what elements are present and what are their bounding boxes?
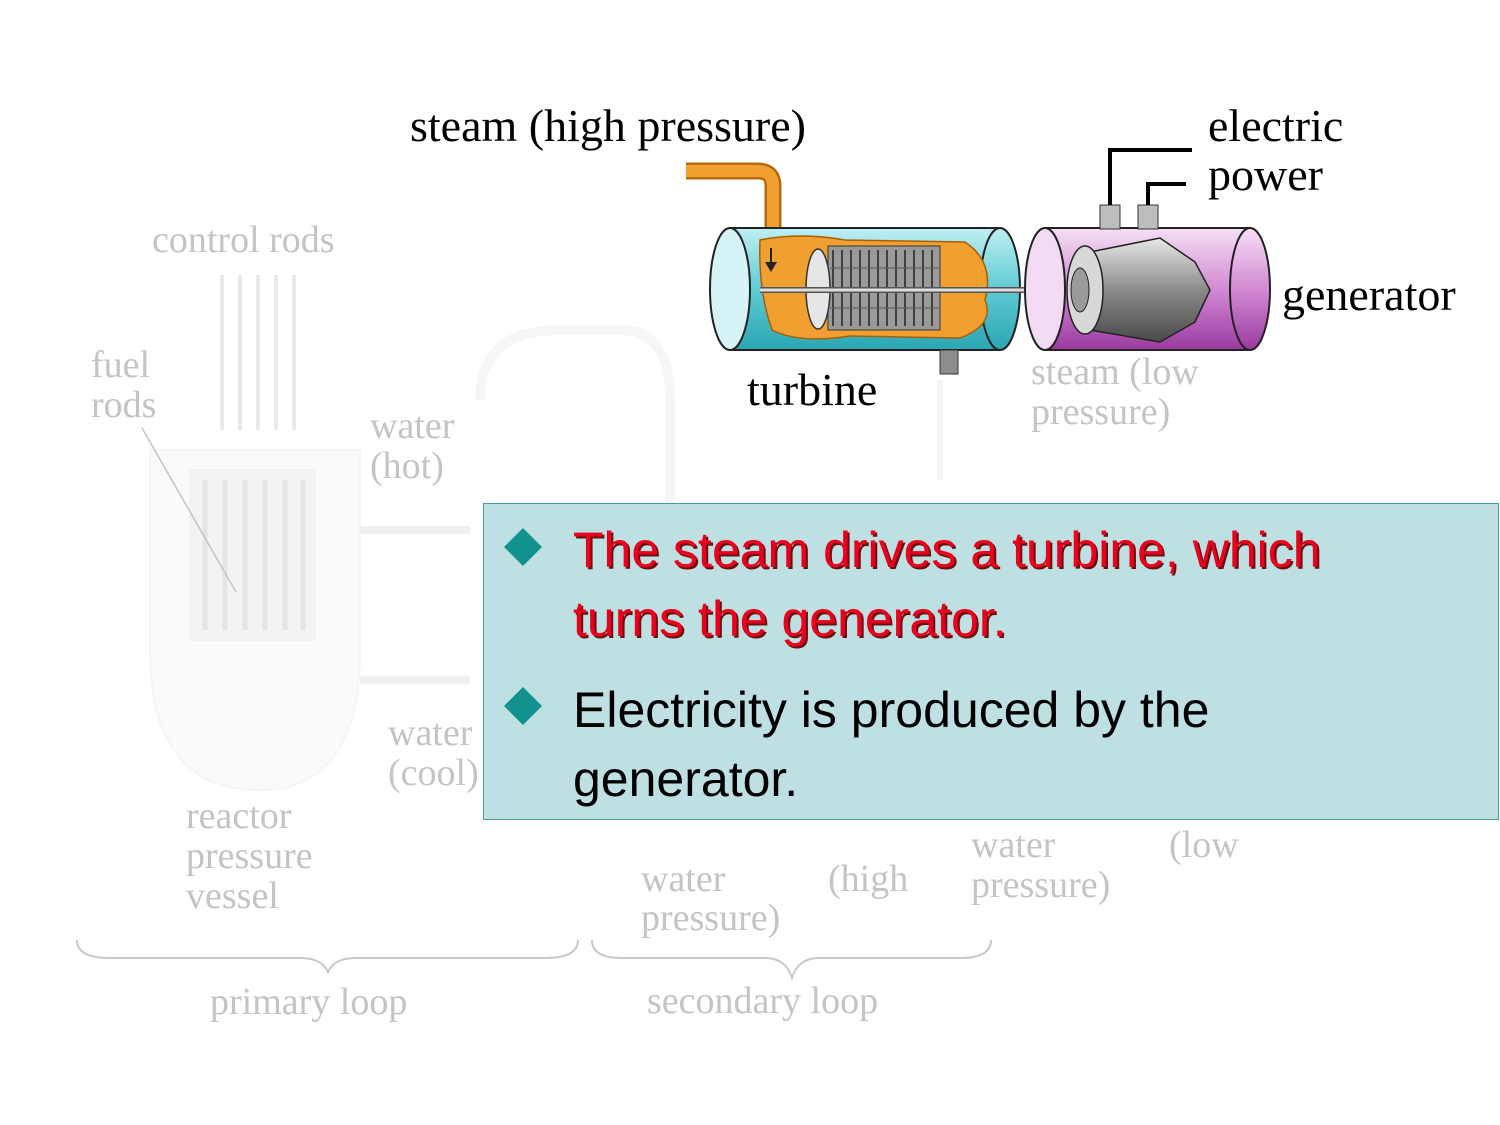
water-hot-label-line2: (hot) (370, 445, 444, 487)
water-low-label-part3: pressure) (971, 864, 1111, 906)
steam-high-pressure-label: steam (high pressure) (410, 100, 806, 151)
steam-pipe-icon (686, 162, 782, 232)
water-cool-label-line2: (cool) (388, 752, 479, 794)
electric-power-label-line1: electric (1208, 100, 1344, 151)
water-low-label-part1: water (971, 824, 1056, 866)
water-high-label-part3: pressure) (641, 897, 781, 939)
steam-low-label-line1: steam (low (1031, 351, 1199, 393)
fuel-rods-label-line2: rods (91, 384, 157, 426)
water-cool-label-line1: water (388, 712, 473, 754)
turbine-label: turbine (747, 364, 878, 415)
text-box (483, 503, 1499, 820)
diamond-bullet-icon (504, 528, 542, 566)
electric-power-label-line2: power (1208, 149, 1323, 200)
reactor-vessel-label-line3: vessel (186, 875, 279, 917)
secondary-loop-brace (591, 939, 992, 982)
steam-low-label-line2: pressure) (1031, 391, 1171, 433)
bullet-2-line-2: generator. (573, 751, 799, 807)
generator-label: generator (1282, 269, 1456, 320)
bullet-1-line-1: The steam drives a turbine, which (573, 522, 1321, 578)
diamond-bullet-icon (504, 687, 542, 725)
reactor-vessel-label-line2: pressure (186, 835, 313, 877)
turbine-icon (709, 227, 1070, 375)
bullet-1-line-2: turns the generator. (573, 591, 1007, 647)
secondary-loop-label: secondary loop (647, 980, 879, 1022)
reactor-vessel-label-line1: reactor (186, 795, 292, 837)
water-hot-label-line1: water (370, 405, 455, 447)
water-high-label-part2: (high (828, 858, 909, 900)
generator-icon (1024, 148, 1271, 351)
fuel-rods-pointer (141, 427, 237, 593)
water-low-label-part2: (low (1169, 824, 1239, 866)
primary-loop-label: primary loop (210, 981, 408, 1023)
control-rods-label: control rods (152, 219, 335, 261)
primary-loop-brace (76, 939, 579, 975)
water-high-label-part1: water (641, 858, 726, 900)
fuel-rods-label-line1: fuel (91, 344, 151, 386)
bullet-2-line-1: Electricity is produced by the (573, 682, 1210, 738)
